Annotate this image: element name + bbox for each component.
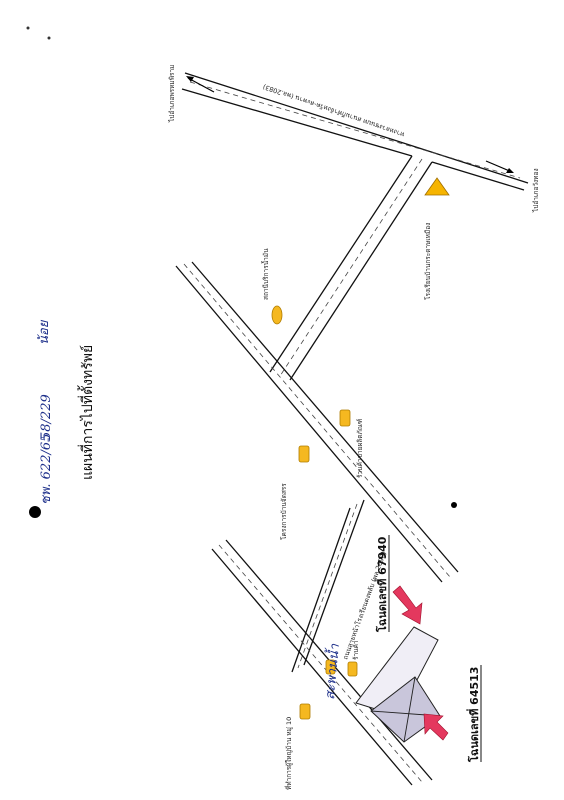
project-marker (298, 445, 310, 463)
parcel-64513-cross-1 (403, 676, 416, 743)
highway (181, 72, 529, 191)
arrow-parcel-1 (392, 585, 423, 625)
reference-code: 58/229 (39, 394, 54, 440)
arrow-to-top (186, 76, 215, 93)
dot-mark (26, 26, 30, 30)
arrow-to-right (485, 160, 514, 173)
shop-marker-2 (325, 659, 336, 675)
map-title: แผนที่การไปที่ตั้งทรัพย์ (77, 345, 96, 480)
village-office-label: ที่ทำการผู้ใหญ่บ้าน หมู่ 10 (284, 717, 293, 790)
gas-station-marker (271, 305, 283, 325)
reference-number: ชพ. 622/65 (39, 434, 54, 505)
signature: น้อย (37, 319, 52, 345)
main-road (175, 261, 459, 583)
arrow-parcel-2 (423, 713, 449, 741)
project-label: โครงการบ้านจัดสรร (280, 483, 288, 540)
bullet-top (29, 506, 41, 518)
connector-road (269, 155, 433, 381)
handwritten-note: สะพานน้ำ (320, 642, 343, 700)
deed-67940-label: โฉนดเลขที่ 67940 (374, 536, 389, 633)
side-road (291, 499, 365, 673)
bullet-bottom (451, 502, 457, 508)
shop-marker-1 (347, 661, 358, 677)
highway-label: ทางหลวงชนบท สนามกีฬาจังหวัด-สะพาน (พล.20… (262, 83, 406, 139)
school-marker (424, 177, 450, 196)
dot-mark-2 (47, 36, 51, 40)
shop-right-label: ร้านค้าขายผลิตภัณฑ์ (356, 419, 364, 478)
village-office-marker (299, 703, 311, 720)
deed-64513-label: โฉนดเลขที่ 64513 (466, 667, 481, 763)
shop-right-marker (339, 409, 351, 427)
gas-station-label: สถานีบริการน้ำมัน (261, 248, 270, 300)
school-label: โรงเรียนบ้านกระดาษเหมือง (424, 223, 432, 300)
direction-to-top: ไปอำเภอพรหมพิราม (168, 65, 176, 123)
direction-to-right: ไปอำเภอวังทอง (532, 168, 540, 213)
shop-label: ร้านค้า (352, 640, 360, 660)
